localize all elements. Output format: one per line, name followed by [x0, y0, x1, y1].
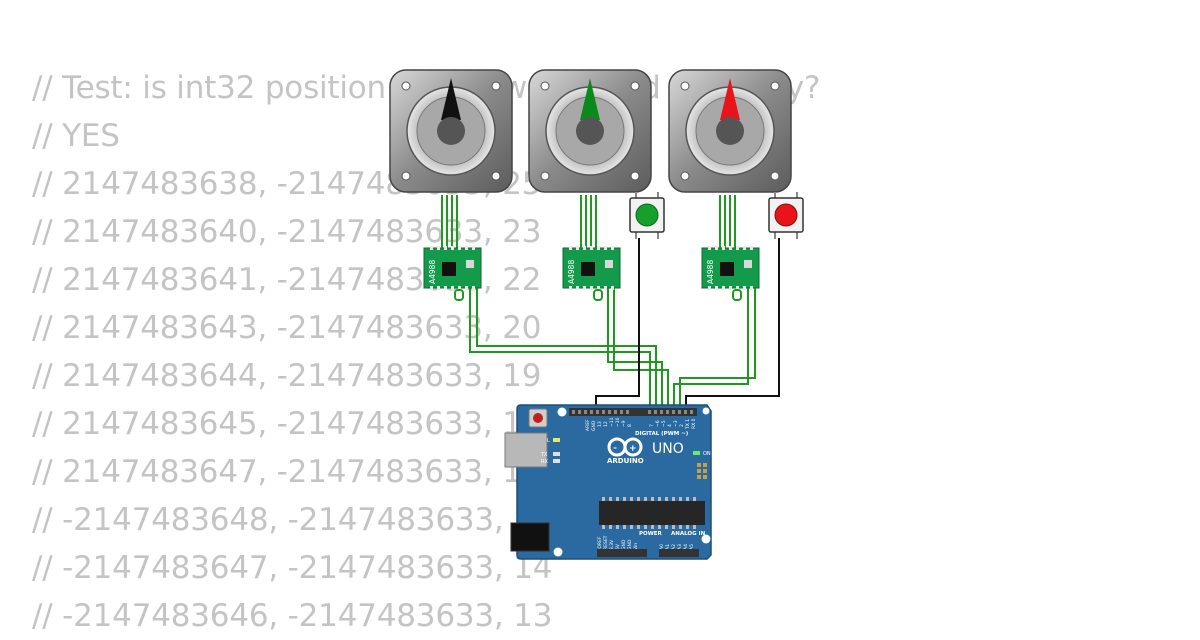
driver-1-label: A4988: [428, 260, 437, 284]
svg-text:TX 1: TX 1: [685, 419, 691, 430]
button-green-cap[interactable]: [635, 203, 659, 227]
code-line: // 2147483643, -2147483633, 20: [32, 310, 542, 346]
a4988-driver-1[interactable]: A4988: [423, 246, 482, 301]
code-line: // -2147483648, -2147483633, 15: [32, 502, 553, 538]
code-line: // 2147483644, -2147483633, 19: [32, 358, 542, 394]
driver-2-label: A4988: [567, 260, 576, 284]
svg-text:–: –: [613, 443, 617, 452]
driver-1-signal-wires: [469, 288, 657, 410]
svg-text:13: 13: [597, 421, 603, 427]
arduino-model-label: UNO: [652, 441, 684, 457]
arduino-uno-board[interactable]: AREF GND 13 12 ~11 ~10 ~9 8 7 ~6 ~5 4 ~3…: [504, 404, 712, 560]
analog-header: [659, 549, 699, 557]
wires: [441, 195, 780, 410]
svg-text:A3: A3: [677, 544, 683, 550]
code-line: // YES: [32, 118, 120, 154]
button-red-cap[interactable]: [774, 203, 798, 227]
stepper-motor-3[interactable]: [668, 69, 792, 193]
led-l-label: L: [547, 438, 550, 444]
push-button-red[interactable]: [768, 192, 804, 239]
analog-header-label: ANALOG IN: [671, 531, 706, 537]
svg-text:~5: ~5: [661, 420, 667, 427]
svg-text:A4: A4: [683, 544, 689, 550]
a4988-driver-2[interactable]: A4988: [562, 246, 621, 301]
power-jack: [510, 522, 550, 552]
button-wires: [595, 238, 780, 410]
led-rx-label: RX: [541, 459, 548, 465]
stepper-motor-1[interactable]: [389, 69, 513, 193]
usb-port: [504, 432, 548, 468]
motor-1-leads: [441, 195, 458, 250]
svg-text:A0: A0: [659, 544, 665, 550]
led-tx-label: TX: [540, 452, 548, 458]
svg-text:+: +: [629, 444, 637, 454]
atmega-chip: [599, 501, 705, 525]
code-line: // 2147483645, -2147483633, 18: [32, 406, 542, 442]
svg-text:RX 0: RX 0: [691, 418, 697, 429]
svg-text:~9: ~9: [621, 420, 627, 427]
svg-text:GND: GND: [621, 539, 627, 550]
svg-text:3.3V: 3.3V: [609, 539, 615, 550]
driver-3-label: A4988: [706, 260, 715, 284]
motor-2-leads: [580, 195, 597, 250]
svg-text:~10: ~10: [615, 417, 621, 427]
svg-text:12: 12: [603, 421, 609, 427]
svg-text:~11: ~11: [609, 417, 615, 427]
power-header: [597, 549, 647, 557]
svg-text:5V: 5V: [615, 543, 621, 550]
code-line: // 2147483647, -2147483633, 16: [32, 454, 542, 490]
arduino-brand-label: ARDUINO: [607, 457, 644, 465]
svg-text:GND: GND: [627, 539, 633, 550]
svg-text:~6: ~6: [655, 420, 661, 427]
motor-3-needle: [720, 78, 740, 120]
motor-3-leads: [719, 195, 736, 250]
digital-header: [569, 408, 697, 416]
svg-text:A2: A2: [671, 544, 677, 550]
stepper-motor-2[interactable]: [528, 69, 652, 193]
svg-text:Vin: Vin: [633, 543, 639, 550]
svg-text:8: 8: [627, 424, 633, 427]
led-on-label: ON: [703, 451, 711, 457]
svg-text:RESET: RESET: [603, 535, 609, 550]
svg-text:A5: A5: [689, 544, 695, 550]
arduino-infinity-logo: [607, 437, 643, 457]
power-header-label: POWER: [639, 531, 663, 537]
svg-text:4: 4: [667, 424, 673, 427]
sketch-comment-block: // Test: is int32 position overflow hand…: [32, 64, 820, 640]
code-line: // -2147483646, -2147483633, 13: [32, 598, 553, 634]
motor-1-needle: [441, 78, 461, 120]
motor-2-needle: [580, 78, 600, 120]
driver-2-signal-wires: [607, 288, 669, 410]
digital-header-label: DIGITAL (PWM ~): [635, 431, 689, 437]
svg-text:A1: A1: [665, 544, 671, 550]
driver-3-signal-wires: [673, 288, 756, 410]
svg-text:~3: ~3: [673, 420, 679, 427]
svg-text:GND: GND: [591, 420, 597, 431]
svg-text:IOREF: IOREF: [597, 536, 603, 550]
svg-text:7: 7: [649, 424, 655, 427]
a4988-driver-3[interactable]: A4988: [701, 246, 760, 301]
push-button-green[interactable]: [629, 192, 665, 239]
svg-text:2: 2: [679, 424, 685, 427]
svg-text:AREF: AREF: [585, 419, 591, 431]
